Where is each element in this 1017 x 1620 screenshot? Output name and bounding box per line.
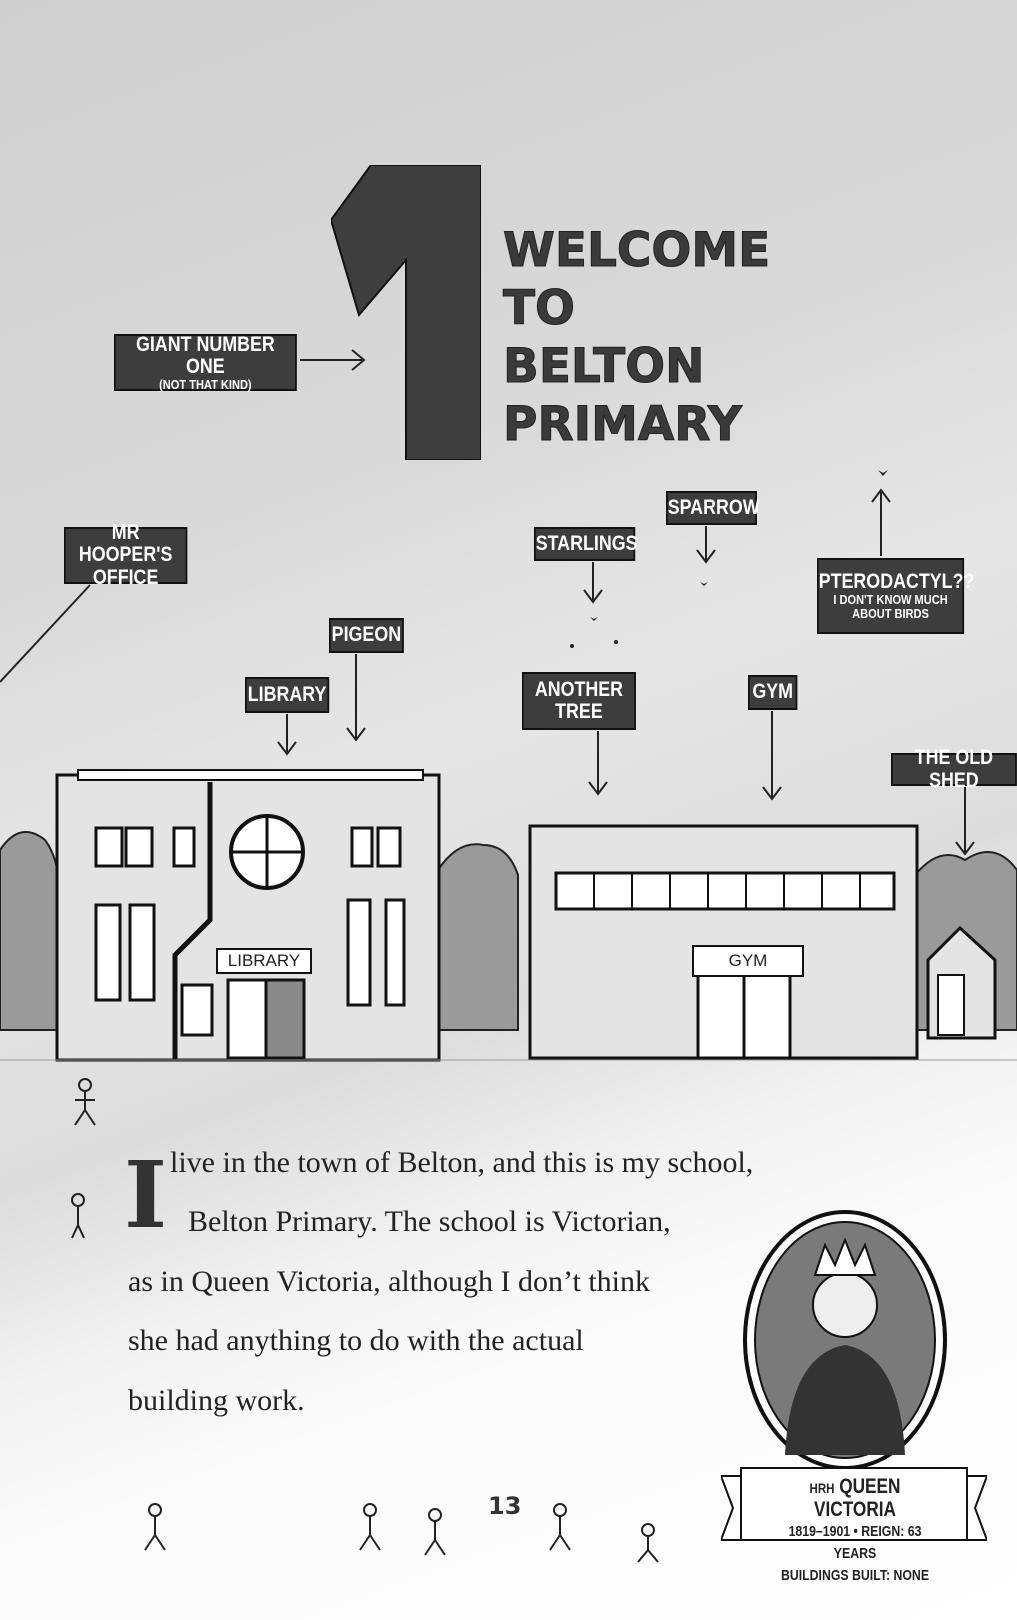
gym-building [528,824,919,1060]
arrow-icon [588,731,608,796]
annotation-arrows [0,349,1017,1062]
arrow-icon [277,714,297,756]
chapter-number-one [331,165,481,460]
label-old-shed: THE OLD SHED [891,747,1017,791]
label-sparrow: SPARROW [666,491,760,525]
page-number: 13 [488,1492,522,1520]
queen-victoria-portrait [743,1210,947,1470]
chapter-title: WELCOME TO BELTON PRIMARY [502,222,771,454]
label-subtext: ABOUT BIRDS [852,606,929,622]
text-line: Belton Primary. The school is Victorian, [188,1205,671,1238]
title-line: WELCOME [502,223,771,279]
arrow-icon [300,349,366,371]
birds [570,470,888,648]
caption-buildings: BUILDINGS BUILT: NONE [780,1567,930,1584]
gym-sign: GYM [692,945,804,977]
label-text: PTERODACTYL?? [818,570,975,594]
title-line: TO [502,281,576,337]
caption-prefix: HRH [809,1480,835,1496]
caption-text: HRH QUEEN VICTORIA 1819–1901 • REIGN: 63… [777,1476,933,1587]
label-text: GYM [752,680,793,704]
label-pigeon: PIGEON [329,618,404,653]
arrow-icon [955,787,975,856]
label-another-tree: ANOTHER TREE [522,672,636,730]
label-text: PIGEON [331,623,402,647]
title-line: PRIMARY [502,397,742,453]
arrow-icon [346,654,366,742]
label-text: TREE [555,700,603,723]
label-text: GIANT NUMBER ONE [135,332,275,378]
label-text: THE OLD SHED [914,746,994,792]
drop-cap: I [124,1141,168,1249]
label-text: MR HOOPER'S [78,521,173,567]
leader-line [0,584,91,683]
label-text: SPARROW [667,495,760,519]
label-text: ANOTHER [534,677,624,701]
label-text: LIBRARY [247,682,327,706]
label-text: OFFICE [92,565,159,589]
text-line: she had anything to do with the actual [128,1324,584,1357]
label-mr-hoopers-office: MR HOOPER'S OFFICE [64,522,188,588]
label-pterodactyl: PTERODACTYL?? I DON'T KNOW MUCH ABOUT BI… [817,558,975,634]
arrow-icon [762,711,782,801]
arrow-icon [871,488,891,556]
label-subtext: I DON'T KNOW MUCH [833,592,948,608]
library-building [55,769,441,1062]
caption-dates: 1819–1901 • REIGN: 63 YEARS [788,1523,922,1562]
old-shed [926,925,997,1040]
label-subtext: (NOT THAT KIND) [159,376,252,392]
title-line: BELTON [502,339,705,395]
crown-icon [813,1237,877,1276]
children-figures [71,1078,659,1563]
text-line: building work. [128,1384,305,1417]
caption-name: QUEEN VICTORIA [814,1475,901,1521]
label-giant-number-one: GIANT NUMBER ONE (NOT THAT KIND) [114,332,297,392]
label-gym: GYM [748,675,798,710]
arrow-icon [696,526,716,564]
label-starlings: STARLINGS [534,527,638,561]
library-sign: LIBRARY [216,948,312,974]
label-text: STARLINGS [535,531,638,555]
label-library: LIBRARY [245,677,330,713]
text-line: live in the town of Belton, and this is … [170,1146,754,1179]
text-line: as in Queen Victoria, although I don’t t… [128,1265,650,1298]
arrow-icon [583,562,603,604]
caption-banner [721,1467,987,1541]
